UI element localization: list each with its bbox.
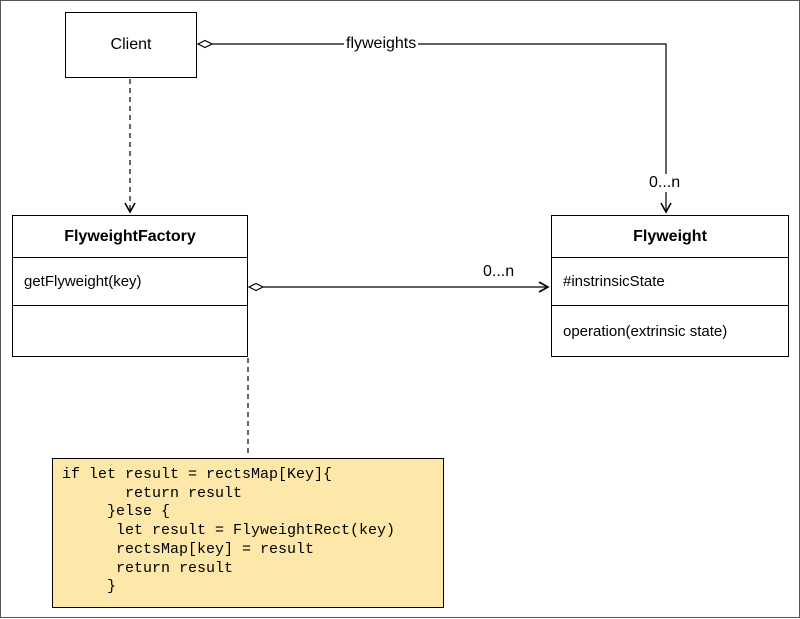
- code-line: return result: [62, 559, 234, 577]
- code-line: return result: [62, 484, 243, 502]
- code-line: let result = FlyweightRect(key): [62, 522, 396, 540]
- client-flyweight-multiplicity: 0...n: [647, 174, 683, 192]
- flyweight-attribute: #instrinsicState: [552, 258, 788, 306]
- client-flyweight-aggregation-line: [211, 43, 672, 214]
- flyweights-role-label: flyweights: [344, 35, 419, 53]
- code-line: }else {: [62, 503, 171, 521]
- factory-aggregation-diamond: [247, 282, 265, 292]
- factory-empty-section: [13, 306, 247, 356]
- client-box: Client: [65, 12, 197, 78]
- factory-class-name: FlyweightFactory: [13, 216, 247, 258]
- flyweight-factory-class: FlyweightFactory getFlyweight(key): [12, 215, 248, 357]
- flyweight-class: Flyweight #instrinsicState operation(ext…: [551, 215, 789, 357]
- code-line: rectsMap[key] = result: [62, 540, 315, 558]
- code-line: }: [62, 578, 117, 596]
- client-aggregation-diamond: [196, 39, 214, 49]
- code-note: if let result = rectsMap[Key]{ return re…: [52, 458, 444, 608]
- flyweight-class-name: Flyweight: [552, 216, 788, 258]
- flyweight-operation: operation(extrinsic state): [563, 322, 728, 340]
- factory-operation: getFlyweight(key): [13, 258, 247, 306]
- client-name: Client: [110, 36, 152, 53]
- code-line: if let result = rectsMap[Key]{: [62, 466, 333, 483]
- factory-flyweight-multiplicity: 0...n: [481, 263, 517, 281]
